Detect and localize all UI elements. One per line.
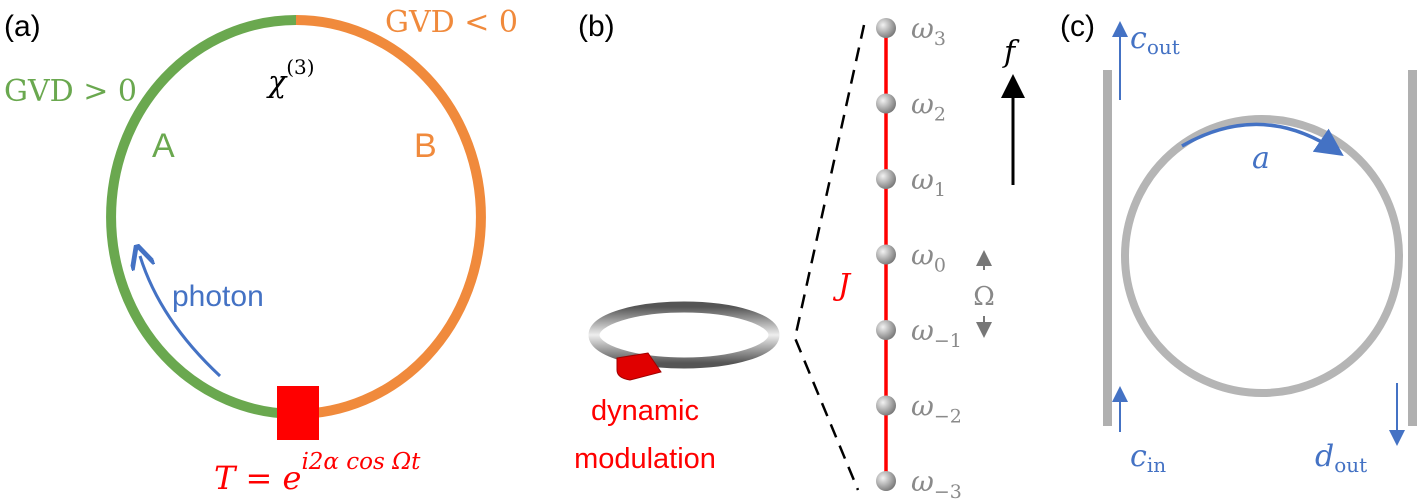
mode-amplitude-label: a (1252, 141, 1270, 176)
panel-a: (a) GVD < 0 GVD > 0 χ(3) A B photon T = … (4, 5, 518, 497)
modulator-block (277, 386, 319, 440)
gvd-negative-label: GVD < 0 (385, 5, 518, 40)
c-in-label: cin (1130, 439, 1166, 477)
modulation-label-line2: modulation (574, 443, 716, 475)
segment-b-label: B (414, 127, 437, 165)
modulator-block (616, 352, 662, 381)
panel-c: (c) a cout cin dout (1060, 10, 1417, 477)
panel-c-label: (c) (1060, 10, 1095, 43)
chi-label: χ(3) (266, 55, 315, 100)
mode-label: ω−3 (911, 465, 962, 503)
d-out-label: dout (1315, 439, 1367, 477)
transmission-formula: T = ei2α cos Ωt (214, 449, 421, 497)
modulation-label-line1: dynamic (591, 395, 699, 427)
ring-resonator-3d (588, 301, 780, 369)
mode-label: ω3 (911, 12, 946, 50)
photon-label: photon (172, 280, 264, 313)
mode-node (876, 471, 896, 491)
mode-node (876, 93, 896, 114)
coupling-label: J (832, 268, 852, 303)
circulation-arrow-icon (1181, 122, 1344, 156)
zoom-dashed-lines (793, 24, 866, 491)
panel-b-label: (b) (578, 10, 615, 43)
mode-label: ω1 (911, 163, 946, 201)
mode-label: ω2 (911, 88, 946, 126)
frequency-label: f (1002, 35, 1020, 70)
mode-label: ω−2 (911, 390, 962, 428)
segment-a-label: A (152, 127, 175, 165)
ring-segment-b (295, 15, 486, 419)
mode-node (876, 395, 896, 416)
spacing-label: Ω (973, 282, 995, 312)
mode-list: ω3 ω2 ω1 ω0 ω−1 ω−2 ω−3 (876, 12, 962, 503)
photon-arrow-icon (140, 256, 222, 378)
ring-resonator (1121, 115, 1403, 397)
left-waveguide (1103, 70, 1112, 426)
mode-node (876, 244, 896, 265)
mode-label: ω0 (911, 239, 946, 277)
panel-b: (b) dynamic modulation J ω3ω2ω1ω0ω−1ω−2ω… (574, 10, 1025, 503)
mode-node (876, 320, 896, 340)
mode-node (876, 18, 896, 38)
mode-label: ω−1 (911, 314, 962, 352)
panel-a-label: (a) (4, 10, 41, 43)
right-waveguide (1408, 70, 1417, 426)
c-out-label: cout (1130, 21, 1180, 59)
ring-segment-a (106, 15, 297, 419)
gvd-positive-label: GVD > 0 (4, 74, 137, 109)
mode-node (876, 169, 896, 189)
